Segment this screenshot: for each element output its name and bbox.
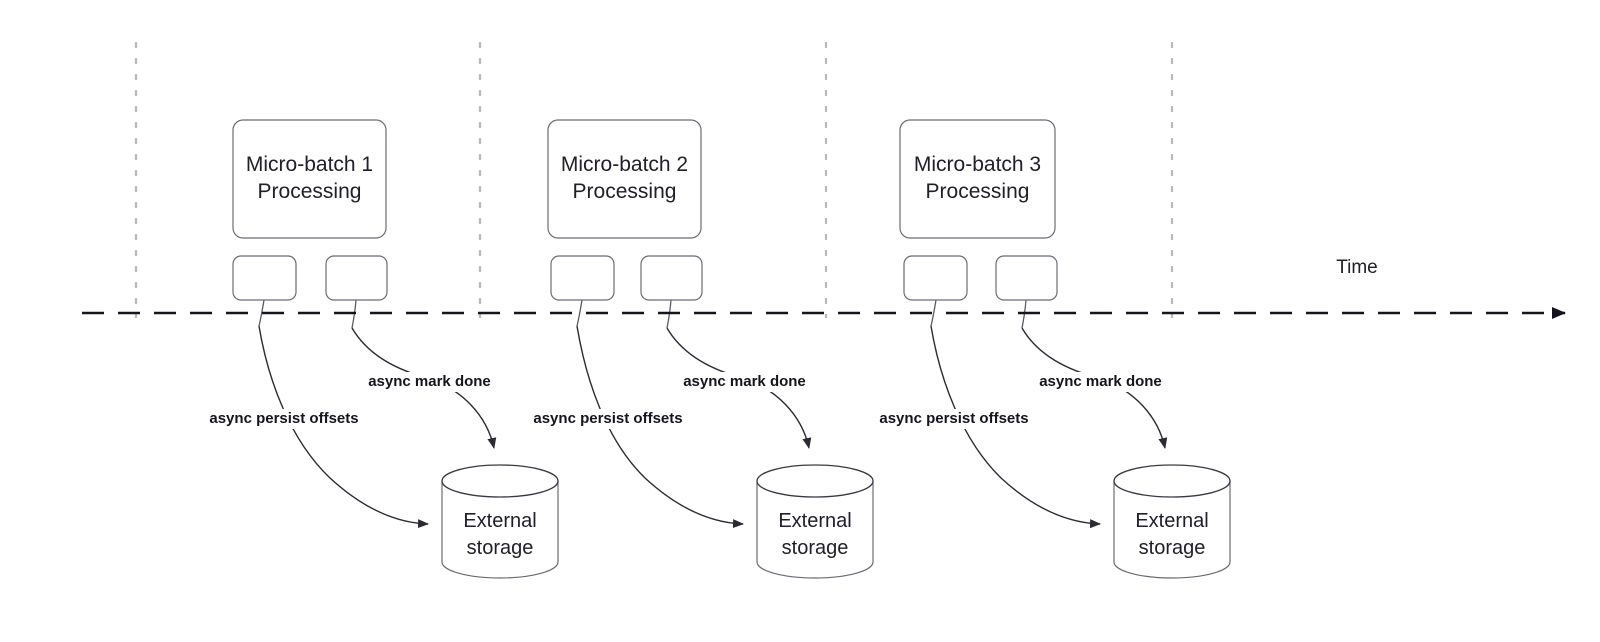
- external-storage-cylinder-1-body: [441, 480, 559, 579]
- external-storage-cylinder-1-line2: storage: [467, 537, 534, 559]
- stub-connector-2b: [666, 299, 672, 329]
- external-storage-cylinder-3-line1: External: [1135, 510, 1208, 532]
- micro-batch-box-3-line2: Processing: [926, 180, 1030, 203]
- offset-commit-task-box-2[interactable]: [550, 255, 615, 301]
- external-storage-cylinder-2-line2: storage: [782, 537, 849, 559]
- external-storage-cylinder-1-top: [441, 464, 559, 498]
- offset-commit-task-box-1[interactable]: [232, 255, 297, 301]
- async-mark-done-label-2: async mark done: [676, 372, 813, 392]
- offset-commit-task-box-3[interactable]: [903, 255, 968, 301]
- external-storage-cylinder-3-top: [1113, 464, 1231, 498]
- stub-connector-3b: [1021, 299, 1027, 329]
- stub-connector-1a: [258, 299, 265, 327]
- external-storage-cylinder-3[interactable]: External storage: [1113, 464, 1231, 579]
- external-storage-cylinder-2-line1: External: [778, 510, 851, 532]
- async-mark-done-label-1: async mark done: [361, 372, 498, 392]
- async-mark-done-label-2-text: async mark done: [683, 373, 806, 390]
- micro-batch-group-2: Micro-batch 2 Processing External storag…: [520, 119, 874, 579]
- async-persist-offsets-label-2-text: async persist offsets: [533, 410, 682, 427]
- async-mark-done-label-1-text: async mark done: [368, 373, 491, 390]
- external-storage-cylinder-2-body: [756, 480, 874, 579]
- external-storage-cylinder-3-body: [1113, 480, 1231, 579]
- external-storage-cylinder-2-top: [756, 464, 874, 498]
- async-persist-offsets-curve-1: [258, 325, 429, 529]
- async-persist-offsets-label-1-text: async persist offsets: [209, 410, 358, 427]
- time-axis-label: Time: [1336, 257, 1378, 278]
- mark-done-task-box-3[interactable]: [995, 255, 1058, 301]
- external-storage-cylinder-3-line2: storage: [1139, 537, 1206, 559]
- external-storage-cylinder-2[interactable]: External storage: [756, 464, 874, 579]
- async-persist-offsets-label-3: async persist offsets: [866, 409, 1042, 429]
- micro-batch-box-2[interactable]: [547, 119, 702, 239]
- time-axis: Time: [82, 257, 1566, 319]
- micro-batch-box-1[interactable]: [232, 119, 387, 239]
- stub-connector-1b: [351, 299, 357, 329]
- external-storage-cylinder-1-line1: External: [463, 510, 536, 532]
- external-storage-cylinder-1[interactable]: External storage: [441, 464, 559, 579]
- micro-batch-box-3[interactable]: [899, 119, 1056, 239]
- async-persist-offsets-label-3-text: async persist offsets: [879, 410, 1028, 427]
- tick-line-group: [134, 42, 1174, 318]
- stub-connector-2a: [576, 299, 583, 327]
- micro-batch-box-3-line1: Micro-batch 3: [914, 153, 1041, 176]
- mark-done-task-box-1[interactable]: [325, 255, 388, 301]
- async-mark-done-label-3-text: async mark done: [1039, 373, 1162, 390]
- micro-batch-box-2-line2: Processing: [573, 180, 677, 203]
- mark-done-task-box-2[interactable]: [640, 255, 703, 301]
- stub-connector-3a: [930, 299, 937, 327]
- micro-batch-box-2-line1: Micro-batch 2: [561, 153, 688, 176]
- async-mark-done-label-3: async mark done: [1032, 372, 1169, 392]
- async-persist-offsets-curve-2: [576, 325, 744, 529]
- micro-batch-group-3: Micro-batch 3 Processing External storag…: [866, 119, 1231, 579]
- async-persist-offsets-curve-3: [930, 325, 1101, 529]
- async-persist-offsets-label-2: async persist offsets: [520, 409, 696, 429]
- async-persist-offsets-label-1: async persist offsets: [196, 409, 372, 429]
- micro-batch-group-1: Micro-batch 1 Processing External storag…: [196, 119, 559, 579]
- micro-batch-box-1-line1: Micro-batch 1: [246, 153, 373, 176]
- micro-batch-box-1-line2: Processing: [258, 180, 362, 203]
